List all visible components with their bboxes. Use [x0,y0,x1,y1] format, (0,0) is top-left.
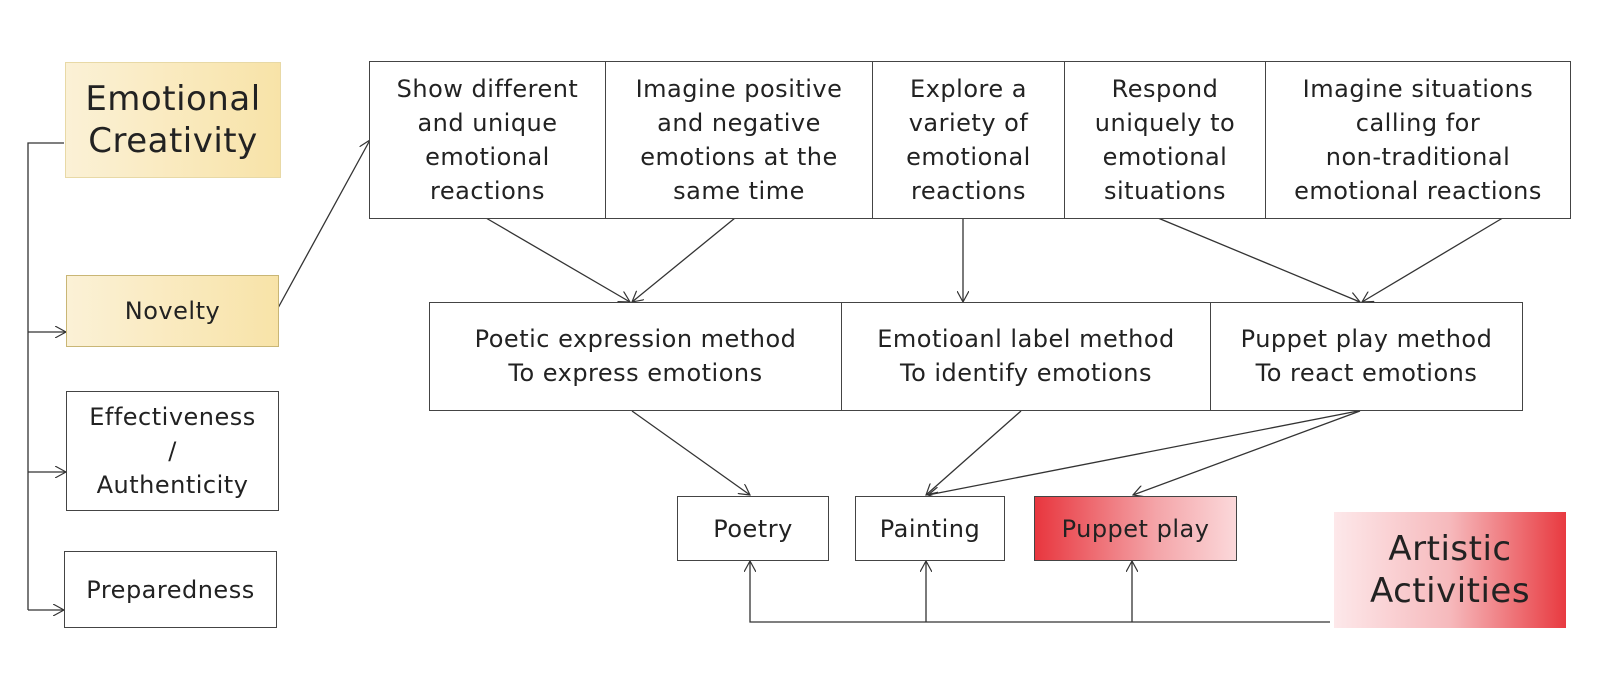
method-text-puppet: Puppet play method To react emotions [1240,324,1493,387]
arrow-novelty-to-reactions [277,140,370,309]
emotional-creativity-title: Emotional Creativity [85,78,261,162]
activity-painting-label: Painting [879,514,981,543]
reaction-box-4: Respond uniquely to emotional situations [1064,61,1266,219]
activity-puppet-play-box: Puppet play [1034,496,1237,561]
arrow-art-poetry [750,561,1330,623]
preparedness-label: Preparedness [86,575,255,604]
effectiveness-label: Effectiveness / Authenticity [89,402,256,500]
reaction-text-4: Respond uniquely to emotional situations [1094,74,1236,206]
method-text-poetic: Poetic expression method To express emot… [474,324,797,387]
method-box-poetic: Poetic expression method To express emot… [429,302,842,411]
artistic-activities-title: Artistic Activities [1369,528,1531,612]
arrow-m2-painting [926,410,1022,495]
novelty-box: Novelty [66,275,279,347]
method-box-puppet: Puppet play method To react emotions [1210,302,1523,411]
arrow-r1-m1 [485,217,630,302]
arrow-m1-poetry [631,410,750,495]
activity-poetry-box: Poetry [677,496,829,561]
arrow-m3-painting [928,410,1359,495]
reaction-box-1: Show different and unique emotional reac… [369,61,606,219]
arrow-m3-puppet [1133,410,1361,495]
activity-poetry-label: Poetry [713,514,793,543]
emotional-creativity-box: Emotional Creativity [65,62,281,178]
arrow-r2-m1 [632,217,736,302]
novelty-label: Novelty [124,297,221,325]
activity-painting-box: Painting [855,496,1005,561]
reaction-box-2: Imagine positive and negative emotions a… [605,61,873,219]
arrow-r4-m3 [1157,217,1360,302]
bracket-line [27,142,64,610]
artistic-activities-box: Artistic Activities [1334,512,1566,628]
preparedness-box: Preparedness [64,551,277,628]
reaction-text-1: Show different and unique emotional reac… [396,74,579,206]
effectiveness-box: Effectiveness / Authenticity [66,391,279,511]
reaction-box-5: Imagine situations calling for non-tradi… [1265,61,1571,219]
reaction-text-5: Imagine situations calling for non-tradi… [1294,74,1542,206]
method-box-label: Emotioanl label method To identify emoti… [841,302,1211,411]
reaction-box-3: Explore a variety of emotional reactions [872,61,1065,219]
activity-puppet-play-label: Puppet play [1061,514,1210,543]
method-text-label: Emotioanl label method To identify emoti… [877,324,1175,387]
reaction-text-2: Imagine positive and negative emotions a… [635,74,843,206]
arrow-r5-m3 [1362,215,1507,302]
reaction-text-3: Explore a variety of emotional reactions [906,74,1031,206]
